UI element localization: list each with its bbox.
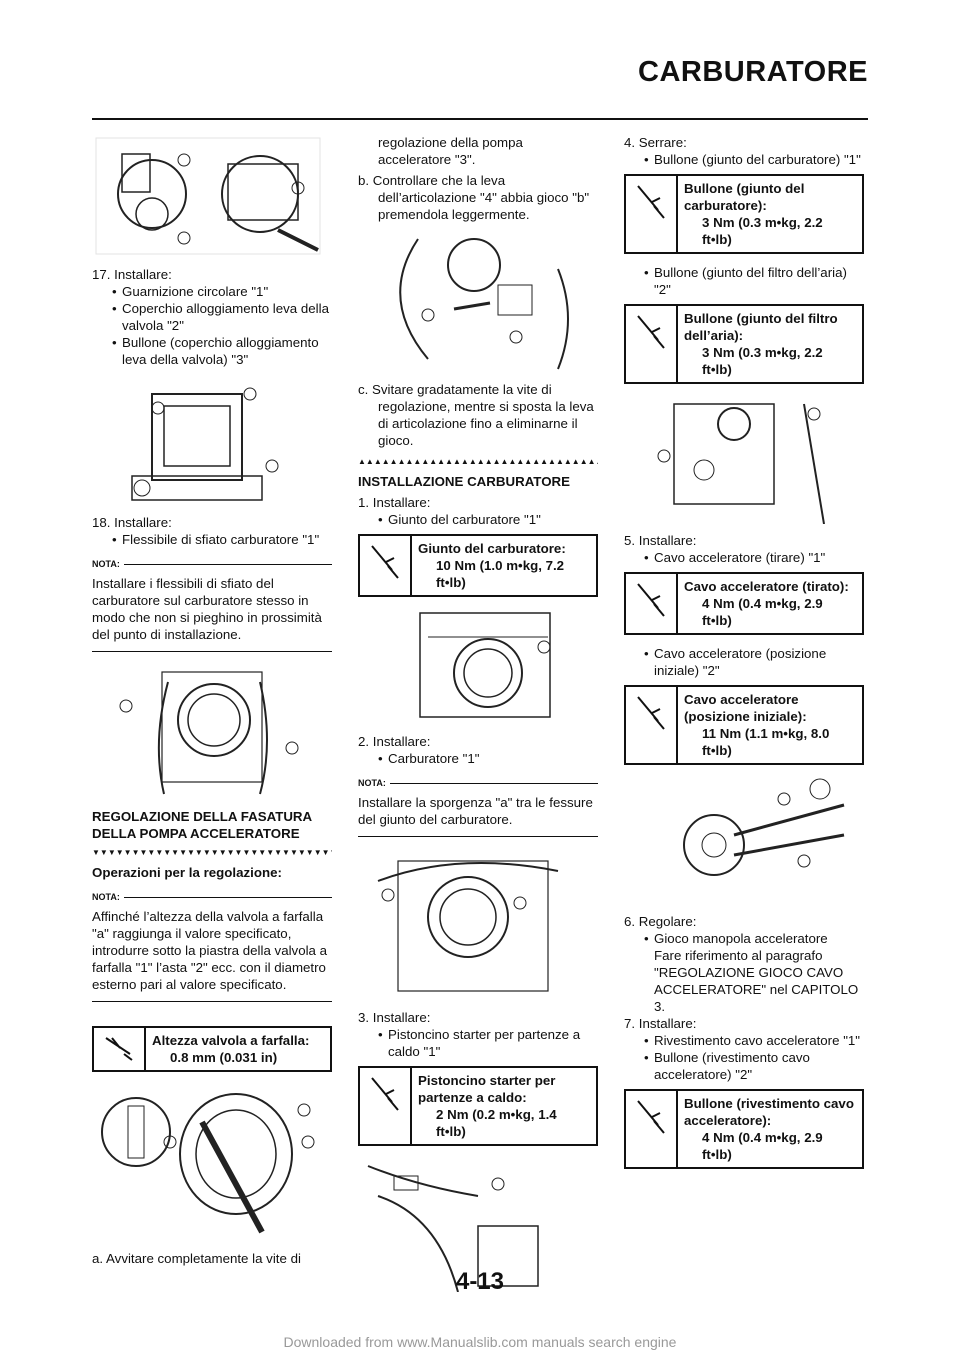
nota-label: NOTA: <box>92 892 120 902</box>
spec-box: Cavo acceleratore (tirato): 4 Nm (0.4 m•… <box>624 572 864 635</box>
spec-box: Altezza valvola a farfalla: 0.8 mm (0.03… <box>92 1026 332 1072</box>
step-6-label: 6. Regolare: <box>624 914 697 929</box>
torque-wrench-icon <box>626 306 678 382</box>
step-7-item: Rivestimento cavo acceleratore "1" <box>624 1032 864 1049</box>
caliper-icon <box>94 1028 146 1070</box>
spec-name: Cavo acceleratore (tirato): <box>684 579 849 594</box>
step-5-item: Cavo acceleratore (tirare) "1" <box>624 549 864 566</box>
torque-wrench-icon <box>626 1091 678 1167</box>
step-17-item: Guarnizione circolare "1" <box>92 283 332 300</box>
footer-link[interactable]: Downloaded from www.Manualslib.com manua… <box>283 1334 677 1350</box>
nota-label: NOTA: <box>358 778 386 788</box>
spec-value: 10 Nm (1.0 m•kg, 7.2 ft•lb) <box>436 558 565 590</box>
step-7-item: Bullone (rivestimento cavo acceleratore)… <box>624 1049 864 1083</box>
divider-triangles: ▲▲▲▲▲▲▲▲▲▲▲▲▲▲▲▲▲▲▲▲▲▲▲▲▲▲▲▲▲▲▲▲▲ <box>358 457 598 466</box>
section-heading: REGOLAZIONE DELLA FASATURA DELLA POMPA A… <box>92 809 312 841</box>
spec-name: Cavo acceleratore (posizione iniziale): <box>684 692 807 724</box>
spec-box: Bullone (rivestimento cavo acceleratore)… <box>624 1089 864 1169</box>
spec-value: 4 Nm (0.4 m•kg, 2.9 ft•lb) <box>702 596 823 628</box>
figure-linkage-lever <box>358 229 598 373</box>
torque-wrench-icon <box>626 574 678 633</box>
header-rule <box>92 118 868 120</box>
spec-value: 0.8 mm (0.031 in) <box>170 1050 278 1065</box>
step-6-note: Fare riferimento al paragrafo "REGOLAZIO… <box>654 948 859 1014</box>
step-a-continued: regolazione della pompa acceleratore "3"… <box>378 135 523 167</box>
column-1: 17. Installare: Guarnizione circolare "1… <box>92 134 332 1267</box>
spec-value: 3 Nm (0.3 m•kg, 2.2 ft•lb) <box>702 345 823 377</box>
page-number: 4-13 <box>455 1268 505 1295</box>
nota-label: NOTA: <box>92 559 120 569</box>
torque-wrench-icon <box>360 536 412 595</box>
spec-name: Bullone (giunto del filtro dell’aria): <box>684 311 838 343</box>
step-3-label: 3. Installare: <box>358 1010 431 1025</box>
spec-name: Bullone (giunto del carburatore): <box>684 181 805 213</box>
step-c: c. Svitare gradatamente la vite di regol… <box>358 382 594 448</box>
step-18-label: 18. Installare: <box>92 515 172 530</box>
divider-triangles: ▼▼▼▼▼▼▼▼▼▼▼▼▼▼▼▼▼▼▼▼▼▼▼▼▼▼▼▼▼▼▼▼▼ <box>92 848 332 857</box>
step-a: a. Avvitare completamente la vite di <box>92 1251 301 1266</box>
figure-hot-starter-plunger <box>358 1156 598 1292</box>
spec-box: Pistoncino starter per partenze a caldo:… <box>358 1066 598 1146</box>
torque-wrench-icon <box>626 176 678 252</box>
step-17-item: Coperchio alloggiamento leva della valvo… <box>92 300 332 334</box>
spec-value: 4 Nm (0.4 m•kg, 2.9 ft•lb) <box>702 1130 823 1162</box>
figure-valve-cover <box>92 134 332 258</box>
figure-throttle-valve <box>92 1082 332 1242</box>
page-title: CARBURATORE <box>638 56 868 88</box>
step-5-label: 5. Installare: <box>624 533 697 548</box>
figure-breather-hose <box>92 662 332 798</box>
nota-text: Installare i flessibili di sfiato del ca… <box>92 575 332 652</box>
spec-value: 3 Nm (0.3 m•kg, 2.2 ft•lb) <box>702 215 823 247</box>
column-3: 4. Serrare: Bullone (giunto del carburat… <box>624 134 864 1179</box>
spec-box: Bullone (giunto del carburatore): 3 Nm (… <box>624 174 864 254</box>
figure-valve-housing <box>92 380 332 506</box>
spec-name: Giunto del carburatore: <box>418 541 566 556</box>
spec-box: Giunto del carburatore: 10 Nm (1.0 m•kg,… <box>358 534 598 597</box>
step-2-label: 2. Installare: <box>358 734 431 749</box>
spec-name: Pistoncino starter per partenze a caldo: <box>418 1073 556 1105</box>
step-6-item: Gioco manopola acceleratore <box>624 930 864 947</box>
step-18-item: Flessibile di sfiato carburatore "1" <box>92 531 332 548</box>
figure-bolts <box>624 394 864 524</box>
step-17-label: 17. Installare: <box>92 267 172 282</box>
step-2-item: Carburatore "1" <box>358 750 598 767</box>
spec-name: Bullone (rivestimento cavo acceleratore)… <box>684 1096 854 1128</box>
figure-carburetor-joint <box>358 607 598 725</box>
figure-carburetor-install <box>358 851 598 1001</box>
torque-wrench-icon <box>626 687 678 763</box>
spec-name: Altezza valvola a farfalla: <box>152 1033 310 1048</box>
figure-throttle-cable <box>624 775 864 905</box>
spec-box: Bullone (giunto del filtro dell’aria): 3… <box>624 304 864 384</box>
sub-heading: Operazioni per la regolazione: <box>92 865 282 880</box>
nota-text: Installare la sporgenza "a" tra le fessu… <box>358 794 598 837</box>
nota-text: Affinché l’altezza della valvola a farfa… <box>92 908 332 1002</box>
spec-box: Cavo acceleratore (posizione iniziale): … <box>624 685 864 765</box>
spec-value: 2 Nm (0.2 m•kg, 1.4 ft•lb) <box>436 1107 557 1139</box>
column-2: regolazione della pompa acceleratore "3"… <box>358 134 598 1300</box>
step-b: b. Controllare che la leva dell’articola… <box>358 173 590 222</box>
torque-wrench-icon <box>360 1068 412 1144</box>
section-heading: INSTALLAZIONE CARBURATORE <box>358 474 571 489</box>
step-7-label: 7. Installare: <box>624 1016 697 1031</box>
step-4-label: 4. Serrare: <box>624 135 687 150</box>
step-3-item: Pistoncino starter per partenze a caldo … <box>358 1026 598 1060</box>
step-4-item: Bullone (giunto del carburatore) "1" <box>624 151 864 168</box>
spec-value: 11 Nm (1.1 m•kg, 8.0 ft•lb) <box>702 726 830 758</box>
step-5-item: Cavo acceleratore (posizione iniziale) "… <box>624 645 864 679</box>
step-4-item: Bullone (giunto del filtro dell’aria) "2… <box>624 264 864 298</box>
step-17-item: Bullone (coperchio alloggiamento leva de… <box>92 334 332 368</box>
step-1-label: 1. Installare: <box>358 495 431 510</box>
step-1-item: Giunto del carburatore "1" <box>358 511 598 528</box>
